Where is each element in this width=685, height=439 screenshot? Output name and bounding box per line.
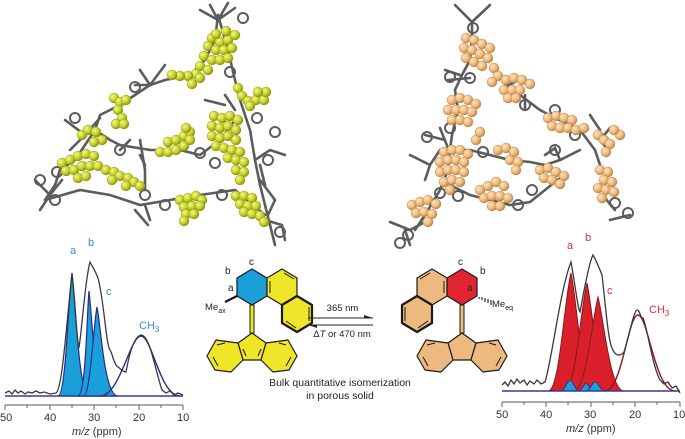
left-ring-label-c: c [249,257,254,268]
right-tick-50: 50 [496,409,509,421]
right-tick-30: 30 [584,409,597,421]
left-fitted-peaks [57,273,119,397]
left-framework-rings [34,12,286,238]
left-peak-label-b: b [88,237,95,249]
right-tick-20: 20 [629,409,642,421]
left-x-axis-label: m/z (ppm) [72,426,122,438]
left-tick-50: 50 [0,412,13,424]
left-tick-20: 20 [133,412,146,424]
left-ring-label-b: b [225,266,231,277]
right-framework-rings [394,22,634,249]
right-ch3-fit [604,314,676,392]
left-ring-label-a: a [228,283,234,294]
right-experimental-trace [501,253,681,394]
caption-line-2: in porous solid [306,390,374,402]
right-molecule [400,268,508,373]
left-x-axis [4,404,184,410]
right-guest-molecules [406,32,626,228]
right-fitted-peaks [547,272,625,392]
right-peak-label-ch3: CH3 [649,304,670,319]
left-tick-10: 10 [177,412,190,424]
left-ch3-fit [99,335,181,397]
left-experimental-trace [4,260,184,396]
right-x-axis [501,401,681,407]
right-tick-40: 40 [540,409,553,421]
caption-line-1: Bulk quantitative isomerization [269,377,411,389]
left-molecule [206,268,314,373]
left-tick-40: 40 [44,412,57,424]
figure-caption: Bulk quantitative isomerization in porou… [260,377,420,403]
left-peak-label-c: c [106,286,112,298]
left-peak-label-ch3: CH3 [139,320,160,335]
forward-condition-label: 365 nm [326,303,359,314]
right-x-axis-label: m/z (ppm) [566,423,616,435]
right-ring-label-a: a [467,283,473,294]
left-substituent-label: Meax [205,302,226,315]
right-tick-10: 10 [673,409,685,421]
right-ring-label-c: c [458,257,463,268]
right-substituent-label: Meeq [492,299,513,312]
right-ring-label-b: b [480,266,486,277]
left-peak-label-a: a [70,245,77,257]
right-peak-label-c: c [607,285,613,297]
left-tick-30: 30 [88,412,101,424]
reverse-condition-label: ΔT or 470 nm [313,329,371,340]
left-guest-molecules [56,25,272,228]
right-peak-label-a: a [567,240,574,252]
reaction-arrows [308,315,373,328]
right-peak-label-b: b [585,232,592,244]
left-core-ring [236,268,268,306]
